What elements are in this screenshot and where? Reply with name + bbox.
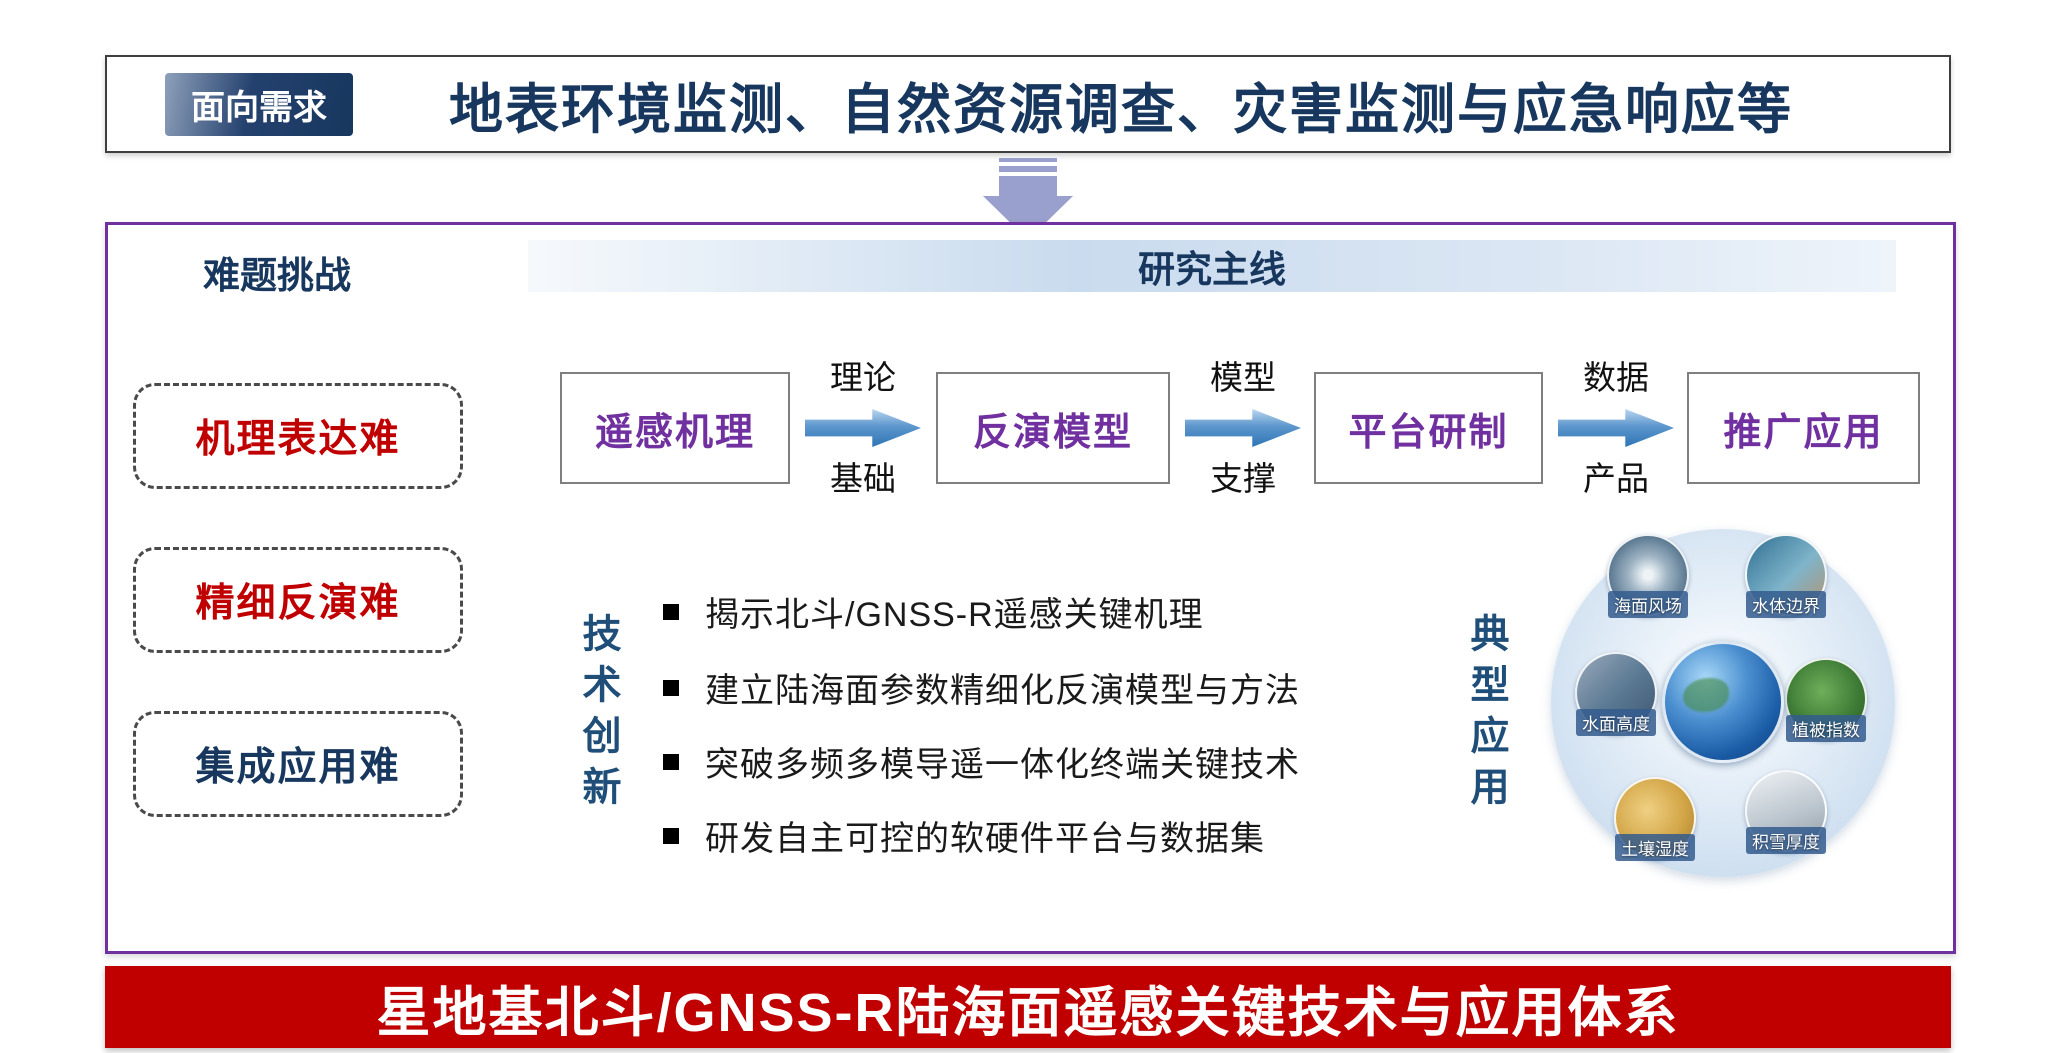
- bullet-square-icon: [663, 603, 679, 620]
- app-label: 海面风场: [1608, 591, 1688, 618]
- down-arrow-stripe: [999, 176, 1057, 196]
- achievement-banner: 星地基北斗/GNSS-R陆海面遥感关键技术与应用体系: [105, 966, 1951, 1048]
- bullet-square-icon: [663, 753, 679, 770]
- research-panel: 难题挑战 研究主线 机理表达难 精细反演难 集成应用难 遥感机理 反演模型 平台…: [105, 222, 1956, 954]
- typical-apps-label: 典型应用: [1465, 613, 1508, 817]
- earth-icon: [1662, 641, 1784, 763]
- flow-step-model: 反演模型: [936, 372, 1170, 484]
- app-label: 积雪厚度: [1746, 827, 1826, 854]
- down-arrow-stripe: [999, 166, 1057, 172]
- challenge-box-integration: 集成应用难: [133, 711, 463, 817]
- app-water-boundary-image: 水体边界: [1745, 534, 1827, 618]
- challenges-header: 难题挑战: [203, 255, 351, 296]
- app-water-height-image: 水面高度: [1575, 652, 1657, 736]
- bullet-text: 建立陆海面参数精细化反演模型与方法: [705, 672, 1300, 710]
- app-label: 水面高度: [1576, 709, 1656, 736]
- flow-link-label-top: 数据: [1583, 359, 1649, 396]
- flow-step-platform: 平台研制: [1314, 372, 1543, 484]
- right-arrow-icon: [1558, 409, 1674, 447]
- bullet-item: 建立陆海面参数精细化反演模型与方法: [663, 663, 1300, 712]
- right-arrow-icon: [805, 409, 921, 447]
- apps-circle-diagram: 海面风场 水体边界 水面高度 植被指数 土壤湿度 积雪厚度: [1551, 529, 1895, 877]
- demand-tag: 面向需求: [165, 72, 353, 136]
- demand-title: 地表环境监测、自然资源调查、灾害监测与应急响应等: [449, 79, 1793, 140]
- flow-step-application: 推广应用: [1687, 372, 1920, 484]
- flow-link-1: 理论 基础: [790, 361, 936, 495]
- flow-link-2: 模型 支撑: [1170, 361, 1316, 495]
- app-vegetation-index-image: 植被指数: [1785, 658, 1867, 742]
- flow-link-label-bottom: 支撑: [1210, 460, 1276, 497]
- mainline-header: 研究主线: [528, 240, 1896, 292]
- bullet-text: 突破多频多模导遥一体化终端关键技术: [705, 746, 1300, 784]
- app-snow-depth-image: 积雪厚度: [1745, 770, 1827, 854]
- bullet-text: 研发自主可控的软硬件平台与数据集: [705, 820, 1265, 858]
- flow-step-mechanism: 遥感机理: [560, 372, 790, 484]
- app-label: 土壤湿度: [1615, 834, 1695, 861]
- flow-link-label-bottom: 基础: [830, 460, 896, 497]
- flow-link-3: 数据 产品: [1543, 361, 1689, 495]
- demand-banner: 面向需求 地表环境监测、自然资源调查、灾害监测与应急响应等: [105, 55, 1951, 153]
- right-arrow-icon: [1185, 409, 1301, 447]
- tech-innovation-label: 技术创新: [577, 613, 620, 817]
- bullet-item: 研发自主可控的软硬件平台与数据集: [663, 811, 1265, 860]
- app-sea-wind-image: 海面风场: [1607, 534, 1689, 618]
- flow-link-label-top: 理论: [830, 359, 896, 396]
- bullet-item: 揭示北斗/GNSS-R遥感关键机理: [663, 587, 1204, 636]
- challenge-box-inversion: 精细反演难: [133, 547, 463, 653]
- app-soil-moisture-image: 土壤湿度: [1614, 777, 1696, 861]
- flow-link-label-top: 模型: [1210, 359, 1276, 396]
- flow-link-label-bottom: 产品: [1583, 460, 1649, 497]
- challenge-box-mechanism: 机理表达难: [133, 383, 463, 489]
- app-label: 植被指数: [1786, 715, 1866, 742]
- down-arrow-stripe: [999, 158, 1057, 162]
- bullet-square-icon: [663, 679, 679, 696]
- bullet-text: 揭示北斗/GNSS-R遥感关键机理: [705, 596, 1204, 634]
- bullet-square-icon: [663, 827, 679, 844]
- bullet-item: 突破多频多模导遥一体化终端关键技术: [663, 737, 1300, 786]
- app-label: 水体边界: [1746, 591, 1826, 618]
